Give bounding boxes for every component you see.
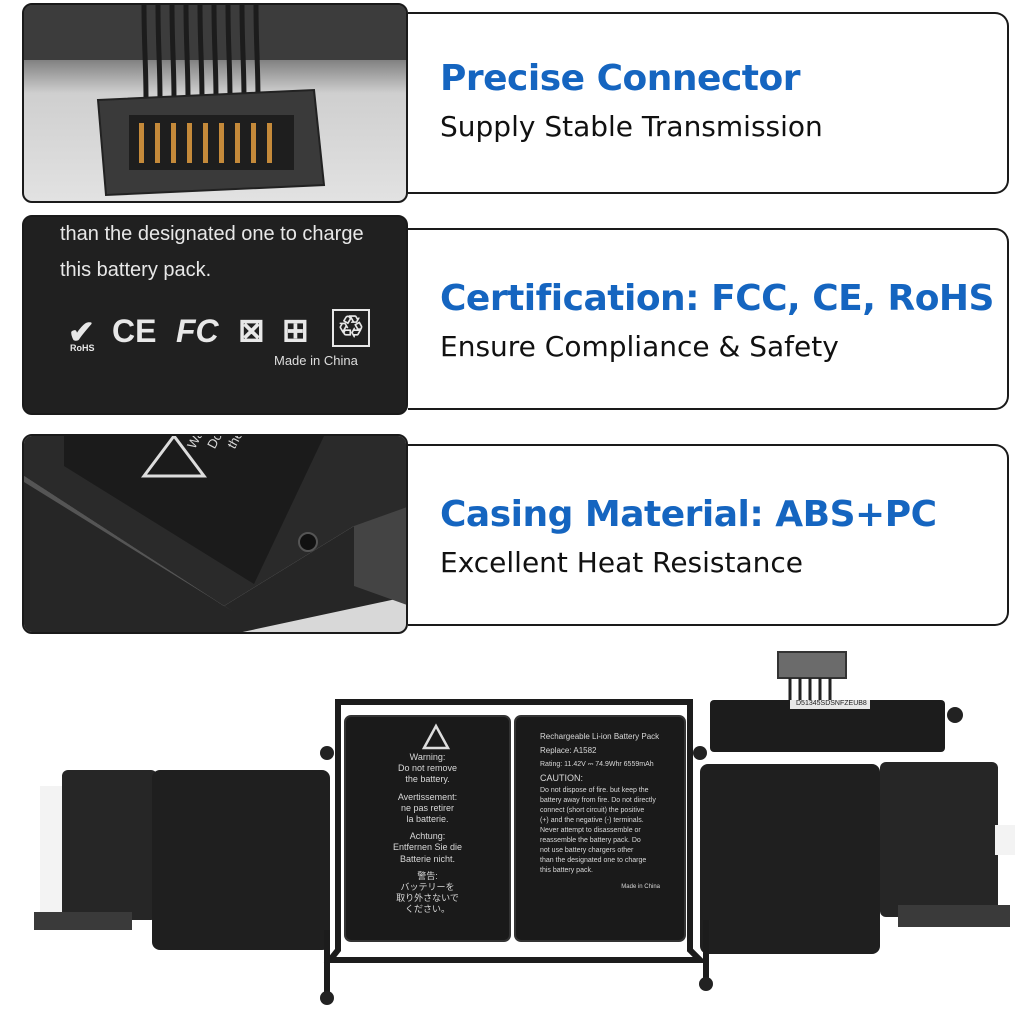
checkmark-icon: ✔ <box>68 314 95 350</box>
info-title: Rechargeable Li-ion Battery Pack <box>540 732 660 741</box>
caution-line: Never attempt to disassemble or <box>540 827 641 834</box>
warning-line: Do not remove <box>397 763 458 774</box>
casing-illustration <box>24 436 406 632</box>
feature-subtitle: Ensure Compliance & Safety <box>440 330 839 363</box>
made-in-label: Made in China <box>274 353 358 368</box>
feature-card-casing: Casing Material: ABS+PC Excellent Heat R… <box>408 444 1009 626</box>
warning-line: ne pas retirer <box>400 802 455 813</box>
fcc-mark-icon: FC <box>176 313 219 349</box>
battery-info-panel: Rechargeable Li-ion Battery Pack Replace… <box>540 732 680 892</box>
warning-line: 警告: <box>417 870 438 881</box>
warning-line: ください。 <box>404 904 450 915</box>
feature-title: Casing Material: ABS+PC <box>440 494 937 535</box>
warning-line: the battery. <box>405 774 450 785</box>
casing-closeup-image: Warning: Do not the ba <box>22 434 408 634</box>
caution-line: battery away from fire. Do not directly <box>540 797 656 804</box>
ce-mark-icon: CE <box>112 313 157 349</box>
replace-model: Replace: A1582 <box>540 746 597 755</box>
warning-line: Warning: <box>409 752 446 762</box>
connector-closeup-image <box>22 3 408 203</box>
battery-illustration <box>34 651 1015 1005</box>
feature-card-connector: Precise Connector Supply Stable Transmis… <box>408 12 1009 194</box>
battery-product-image: D51345SDSNFZEUB8 Warning: Do not remove … <box>0 650 1024 1011</box>
recycle-icon: ♲ <box>332 309 370 347</box>
caution-line: Do not dispose of fire. but keep the <box>540 787 649 794</box>
warning-line: バッテリーを <box>400 882 455 893</box>
weee-bin-icon: ⊠ <box>238 312 265 348</box>
feature-card-certification: Certification: FCC, CE, RoHS Ensure Comp… <box>408 228 1009 410</box>
cert-text-line2: this battery pack. <box>60 259 212 281</box>
recycle-symbol-icon: ⊞ <box>282 312 309 348</box>
rating-label: Rating: 11.42V ⎓ 74.9Whr 6559mAh <box>540 761 654 768</box>
feature-subtitle: Excellent Heat Resistance <box>440 546 804 579</box>
cert-text-line1: than the designated one to charge <box>60 223 364 245</box>
caution-line: not use battery chargers other <box>540 847 634 854</box>
feature-title: Precise Connector <box>440 58 800 99</box>
warning-line: la batterie. <box>406 814 449 825</box>
battery-warning-panel: Warning: Do not remove the battery. Aver… <box>350 752 505 916</box>
serial-label: D51345SDSNFZEUB8 <box>796 700 867 707</box>
warning-line: Avertissement: <box>397 791 458 802</box>
caution-line: (+) and the negative (-) terminals. <box>540 817 644 824</box>
feature-title: Certification: FCC, CE, RoHS <box>440 278 994 319</box>
warning-line: Entfernen Sie die <box>392 842 463 853</box>
made-in-label: Made in China <box>621 884 660 890</box>
warning-line: 取り外さないで <box>396 893 459 904</box>
rohs-label: RoHS <box>70 343 95 353</box>
warning-line: Achtung: <box>409 831 446 842</box>
caution-line: connect (short circuit) the positive <box>540 807 645 814</box>
connector-illustration <box>24 5 406 197</box>
caution-line: reassemble the battery pack. Do <box>540 837 641 844</box>
warning-line: Batterie nicht. <box>399 853 456 864</box>
feature-subtitle: Supply Stable Transmission <box>440 110 823 143</box>
caution-line: than the designated one to charge <box>540 857 647 864</box>
certification-closeup-image: than the designated one to charge this b… <box>22 215 408 415</box>
caution-label: CAUTION: <box>540 773 584 783</box>
caution-line: this battery pack. <box>540 867 593 874</box>
